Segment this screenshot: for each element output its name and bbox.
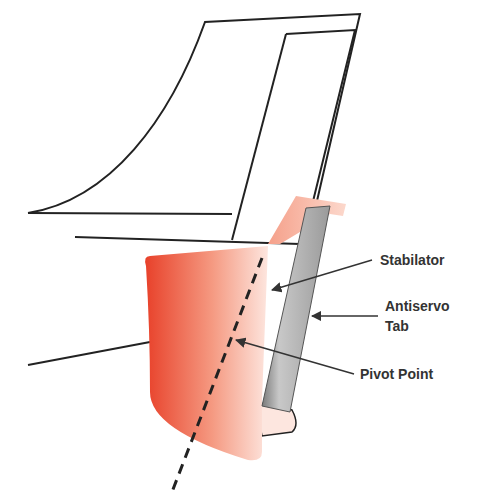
leader-line: [312, 315, 378, 317]
fin-root-line: [28, 213, 232, 214]
fuselage-top: [75, 237, 300, 244]
part-label: Stabilator: [380, 250, 475, 270]
stabilator-body: [145, 246, 268, 460]
leader-line: [272, 260, 372, 290]
part-label: Antiservo Tab: [385, 296, 460, 336]
antiservo-tab: [262, 206, 330, 412]
rudder-hinge: [232, 34, 286, 240]
part-label: Pivot Point: [360, 364, 470, 384]
fuselage-bottom: [28, 342, 150, 365]
leader-line: [236, 340, 354, 374]
pivot-axis: [172, 258, 262, 492]
